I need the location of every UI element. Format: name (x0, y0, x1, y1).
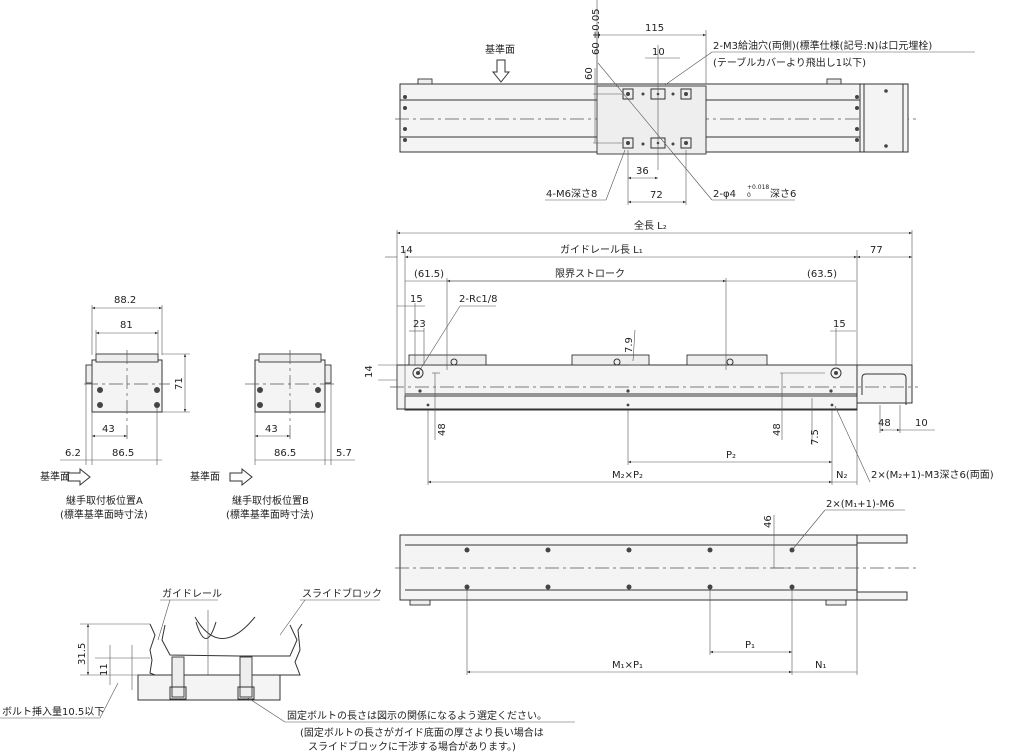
dim-71: 71 (174, 377, 185, 390)
oil-hole-subnote: (テーブルカバーより飛出し1以下) (713, 56, 866, 69)
dim-48-motor: 48 (878, 418, 891, 429)
top-view: 115 10 60 ±0.05 60 36 72 基準面 2-M3給油穴(両側)… (395, 0, 975, 205)
pin-tol-upper: +0.018 (747, 184, 769, 191)
dim-23: 23 (413, 319, 426, 330)
dim-61-5: (61.5) (414, 269, 444, 280)
reference-surface-a: 基準面 (40, 470, 70, 483)
dim-15-right: 15 (833, 319, 846, 330)
dim-6-2: 6.2 (65, 448, 81, 459)
dim-11: 11 (99, 663, 110, 676)
dim-5-7: 5.7 (336, 448, 352, 459)
dim-15-left: 15 (410, 294, 423, 305)
dim-88-2: 88.2 (114, 295, 136, 306)
dim-7-9: 7.9 (624, 337, 635, 353)
n2-label: N₂ (836, 470, 848, 481)
dim-48-right: 48 (772, 423, 783, 436)
m2p2-label: M₂×P₂ (612, 470, 643, 481)
section-view: 31.5 11 ガイドレール スライドブロック ボルト挿入量10.5以下 固定ボ… (0, 587, 575, 753)
bottom-view: 46 2×(M₁+1)-M6 P₁ M₁×P₁ N₁ (395, 499, 918, 675)
reference-surface-label: 基準面 (485, 43, 515, 56)
dim-14-left: 14 (400, 245, 413, 256)
dim-36: 36 (636, 166, 649, 177)
oil-hole-note: 2-M3給油穴(両側)(標準仕様(記号:N)は口元埋栓) (713, 39, 932, 52)
dim-77: 77 (870, 245, 883, 256)
guide-rail-label: ガイドレール (162, 588, 222, 600)
caption-b: 継手取付板位置B (232, 494, 309, 507)
pin-note: 2-φ4 (713, 189, 736, 200)
stroke-label: 限界ストローク (555, 268, 625, 280)
dim-86-5-b: 86.5 (274, 448, 296, 459)
dim-46: 46 (763, 515, 774, 528)
dim-60-tol: 60 ±0.05 (591, 8, 602, 55)
caption-a: 継手取付板位置A (66, 494, 143, 507)
tap-note: 2×(M₂+1)-M3深さ6(両面) (871, 469, 994, 481)
dim-115: 115 (645, 23, 664, 34)
pin-tol-lower: 0 (747, 192, 751, 199)
rail-length: ガイドレール長 L₁ (560, 244, 643, 256)
dim-72: 72 (650, 190, 663, 201)
caption-b-sub: (標準基準面時寸法) (226, 508, 314, 521)
end-view-b: 43 86.5 5.7 基準面 継手取付板位置B (標準基準面時寸法) (190, 350, 355, 521)
bolt-note-sub2: スライドブロックに干渉する場合があります。) (308, 740, 516, 753)
dim-43-b: 43 (265, 424, 278, 435)
reference-surface-b: 基準面 (190, 470, 220, 483)
bolt-note-sub1: (固定ボルトの長さがガイド底面の厚さより長い場合は (300, 726, 544, 739)
bottom-holes (464, 547, 795, 590)
bottom-hole-note: 2×(M₁+1)-M6 (826, 499, 895, 510)
port-note: 2-Rc1/8 (459, 294, 498, 305)
p1-label: P₁ (745, 640, 755, 651)
dim-43: 43 (102, 424, 115, 435)
dim-60: 60 (584, 67, 595, 80)
m6-note: 4-M6深さ8 (546, 188, 597, 200)
dim-7-5: 7.5 (810, 429, 821, 445)
bolt-insert-note: ボルト挿入量10.5以下 (2, 705, 104, 718)
p2-label: P₂ (726, 450, 736, 461)
dim-63-5: (63.5) (807, 269, 837, 280)
bolt-note: 固定ボルトの長さは図示の関係になるよう選定ください。 (287, 709, 547, 722)
dim-81: 81 (120, 320, 133, 331)
dim-86-5: 86.5 (112, 448, 134, 459)
overall-length: 全長 L₂ (634, 219, 667, 232)
m1p1-label: M₁×P₁ (612, 660, 643, 671)
dim-10: 10 (652, 47, 665, 58)
dim-14-height: 14 (364, 365, 375, 378)
end-screws (403, 89, 888, 148)
side-view: 全長 L₂ ガイドレール長 L₁ 14 77 限界ストローク (61.5) (6… (364, 219, 994, 485)
dim-48-left: 48 (437, 423, 448, 436)
caption-a-sub: (標準基準面時寸法) (60, 508, 148, 521)
n1-label: N₁ (815, 660, 827, 671)
pin-depth: 深さ6 (770, 188, 796, 200)
dim-10-motor: 10 (915, 418, 928, 429)
end-view-a: 88.2 81 71 43 6.2 86.5 基準面 継手取付板位置A (標準基… (40, 295, 190, 521)
dim-31-5: 31.5 (77, 643, 88, 665)
slide-block-label: スライドブロック (302, 587, 382, 600)
